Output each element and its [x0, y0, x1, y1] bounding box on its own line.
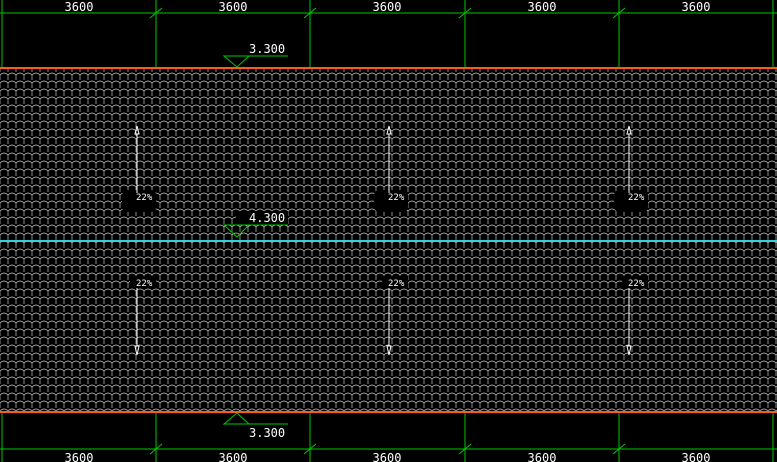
upper-slope-indicator: 22% [614, 125, 648, 212]
top-dimension-label: 3600 [528, 0, 557, 14]
bottom-dimension-label: 3600 [373, 451, 402, 462]
bottom-dimension-strip: 3600 3600 3600 3600 3600 [0, 412, 777, 462]
slope-arrow-up-icon [626, 125, 632, 193]
top-dimension-strip: 3600 3600 3600 3600 3600 [0, 0, 777, 68]
upper-slope-label: 22% [628, 193, 645, 203]
top-dimension-label: 3600 [373, 0, 402, 14]
upper-slope-label: 22% [136, 193, 153, 203]
lower-slope-indicator: 22% [382, 276, 408, 356]
slope-arrow-up-icon [386, 125, 392, 193]
elevation-triangle-icon [222, 224, 288, 238]
ridge-elevation-marker: 4.300 [222, 211, 288, 238]
ridge-elevation-label: 4.300 [249, 211, 285, 225]
lower-slope-label: 22% [388, 279, 405, 289]
lower-slope-label: 22% [136, 279, 153, 289]
slope-arrow-up-icon [134, 125, 140, 193]
dimension-tick [149, 7, 626, 19]
upper-slope-indicator: 22% [374, 125, 408, 212]
bottom-dimension-label: 3600 [682, 451, 711, 462]
top-dimension-label: 3600 [65, 0, 94, 14]
elevation-triangle-icon [222, 412, 288, 425]
upper-slope-label: 22% [388, 193, 405, 203]
slope-arrow-down-icon [386, 288, 392, 356]
lower-slope-label: 22% [628, 279, 645, 289]
bottom-eave-elevation-marker: 3.300 [222, 412, 288, 440]
slope-arrow-down-icon [626, 288, 632, 356]
top-dimension-label: 3600 [682, 0, 711, 14]
top-dimension-label: 3600 [219, 0, 248, 14]
dimension-tick [149, 443, 626, 455]
bottom-eave-elevation-label: 3.300 [249, 426, 285, 440]
lower-slope-indicator: 22% [622, 276, 648, 356]
bottom-dimension-label: 3600 [219, 451, 248, 462]
bottom-dimension-label: 3600 [65, 451, 94, 462]
slope-arrow-down-icon [134, 288, 140, 356]
elevation-triangle-icon [222, 55, 288, 68]
lower-slope-indicator: 22% [130, 276, 156, 356]
bottom-dimension-label: 3600 [528, 451, 557, 462]
top-eave-elevation-label: 3.300 [249, 42, 285, 56]
upper-slope-indicator: 22% [122, 125, 156, 212]
top-eave-elevation-marker: 3.300 [222, 42, 288, 68]
